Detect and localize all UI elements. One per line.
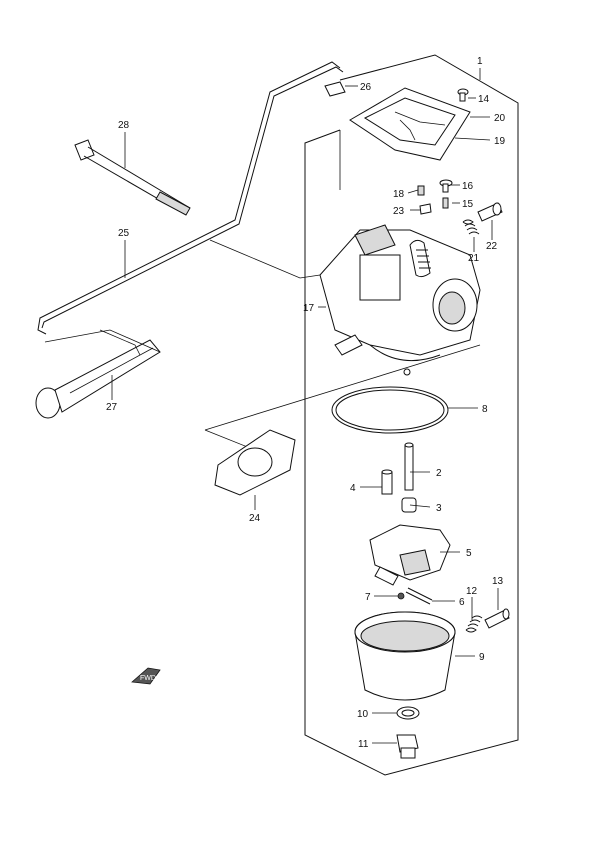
callout-4: 4: [350, 483, 356, 494]
jet-4: [381, 469, 393, 495]
fwd-direction-marker: FWD: [131, 667, 161, 685]
linkage-rod: [37, 61, 346, 335]
callout-21: 21: [468, 253, 480, 264]
callout-26: 26: [360, 82, 372, 93]
gasket-24: [214, 429, 296, 496]
spring-21: [462, 219, 480, 235]
small-screws: [417, 179, 453, 215]
screw-14: [457, 88, 469, 102]
fwd-label: FWD: [140, 675, 156, 682]
callout-1: 1: [477, 56, 483, 67]
callout-8: 8: [482, 404, 488, 415]
callout-labels: 1 2 3 4 5 6 7 8 9 10 11 12 13 14 15 16 1…: [106, 56, 506, 750]
screw-22: [477, 202, 503, 222]
callout-14: 14: [478, 94, 490, 105]
callout-13: 13: [492, 576, 504, 587]
callout-16: 16: [462, 181, 474, 192]
callout-27: 27: [106, 402, 118, 413]
callout-9: 9: [479, 652, 485, 663]
callout-28: 28: [118, 120, 130, 131]
callout-6: 6: [459, 597, 465, 608]
float-bowl-9: [354, 611, 456, 701]
callout-leaders: [111, 68, 499, 744]
callout-10: 10: [357, 709, 369, 720]
top-plate-20: [349, 87, 471, 161]
drain-bolt-11: [396, 734, 419, 759]
carburetor-body: [319, 224, 481, 376]
nozzle-2: [404, 442, 414, 491]
callout-2: 2: [436, 468, 442, 479]
choke-knob-27: [35, 329, 161, 419]
callout-23: 23: [393, 206, 405, 217]
callout-5: 5: [466, 548, 472, 559]
callout-15: 15: [462, 199, 474, 210]
valve-3: [401, 497, 417, 513]
callout-19: 19: [494, 136, 506, 147]
clip-7: [397, 592, 405, 600]
float-5: [369, 524, 451, 586]
callout-24: 24: [249, 513, 261, 524]
callout-11: 11: [358, 739, 369, 750]
screw-13: [484, 608, 510, 629]
callout-3: 3: [436, 503, 442, 514]
callout-12: 12: [466, 586, 478, 597]
callout-7: 7: [365, 592, 371, 603]
callout-22: 22: [486, 241, 498, 252]
callout-20: 20: [494, 113, 506, 124]
pin-6: [407, 587, 433, 601]
callout-17: 17: [303, 303, 315, 314]
bolt-28: [74, 139, 191, 216]
spring-12: [465, 615, 483, 633]
assembly-boundary: [304, 54, 519, 776]
callout-18: 18: [393, 189, 405, 200]
callout-25: 25: [118, 228, 130, 239]
